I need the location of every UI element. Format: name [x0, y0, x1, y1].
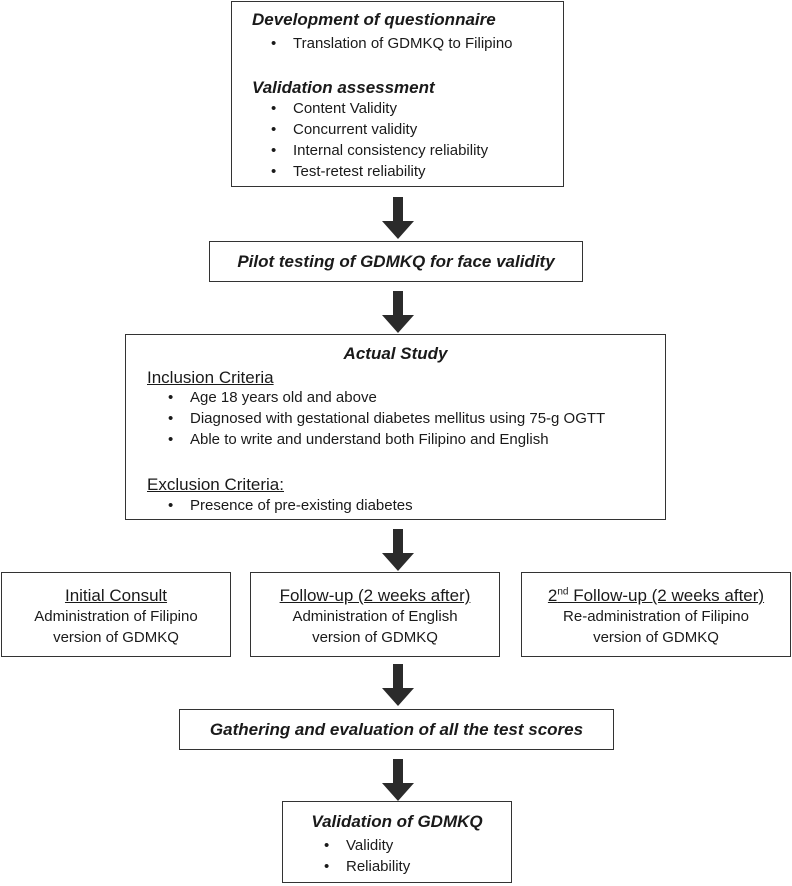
- initial-consult-line: version of GDMKQ: [53, 629, 179, 646]
- follow-up-line: Administration of English: [292, 608, 458, 625]
- pilot-testing-box: Pilot testing of GDMKQ for face validity: [209, 241, 583, 282]
- initial-consult-box: Initial Consult Administration of Filipi…: [1, 572, 231, 657]
- down-arrow-icon: [382, 291, 414, 333]
- second-follow-up-line: version of GDMKQ: [593, 629, 719, 646]
- down-arrow-icon: [382, 759, 414, 801]
- development-box: Development of questionnaire •Translatio…: [231, 1, 564, 187]
- validation-result-item: •Validity: [324, 837, 394, 854]
- inclusion-item: •Age 18 years old and above: [168, 389, 377, 406]
- development-heading: Development of questionnaire: [252, 10, 496, 29]
- initial-consult-heading: Initial Consult: [64, 586, 168, 605]
- exclusion-heading: Exclusion Criteria:: [147, 475, 284, 494]
- follow-up-heading: Follow-up (2 weeks after): [279, 586, 471, 605]
- down-arrow-icon: [382, 197, 414, 239]
- development-item: •Translation of GDMKQ to Filipino: [271, 35, 513, 52]
- inclusion-item: •Able to write and understand both Filip…: [168, 431, 549, 448]
- inclusion-heading: Inclusion Criteria: [147, 368, 274, 387]
- follow-up-box: Follow-up (2 weeks after) Administration…: [250, 572, 500, 657]
- follow-up-line: version of GDMKQ: [312, 629, 438, 646]
- validation-title: Validation of GDMKQ: [311, 812, 483, 831]
- gathering-box: Gathering and evaluation of all the test…: [179, 709, 614, 750]
- second-follow-up-line: Re-administration of Filipino: [563, 608, 749, 625]
- gathering-title: Gathering and evaluation of all the test…: [209, 720, 584, 739]
- down-arrow-icon: [382, 664, 414, 706]
- inclusion-item: •Diagnosed with gestational diabetes mel…: [168, 410, 606, 427]
- initial-consult-line: Administration of Filipino: [34, 608, 198, 625]
- validation-item: •Internal consistency reliability: [271, 142, 489, 159]
- pilot-testing-title: Pilot testing of GDMKQ for face validity: [237, 252, 555, 271]
- actual-study-title: Actual Study: [343, 344, 448, 363]
- exclusion-item: •Presence of pre-existing diabetes: [168, 497, 413, 514]
- down-arrow-icon: [382, 529, 414, 571]
- actual-study-box: Actual Study Inclusion Criteria •Age 18 …: [125, 334, 666, 520]
- validation-box: Validation of GDMKQ •Validity •Reliabili…: [282, 801, 512, 883]
- validation-item: •Test-retest reliability: [271, 163, 426, 180]
- validation-item: •Content Validity: [271, 100, 397, 117]
- second-follow-up-box: 2nd Follow-up (2 weeks after) Re-adminis…: [521, 572, 791, 657]
- validation-item: •Concurrent validity: [271, 121, 418, 138]
- validation-heading: Validation assessment: [252, 78, 435, 97]
- validation-result-item: •Reliability: [324, 858, 411, 875]
- second-follow-up-heading: 2nd Follow-up (2 weeks after): [547, 586, 765, 605]
